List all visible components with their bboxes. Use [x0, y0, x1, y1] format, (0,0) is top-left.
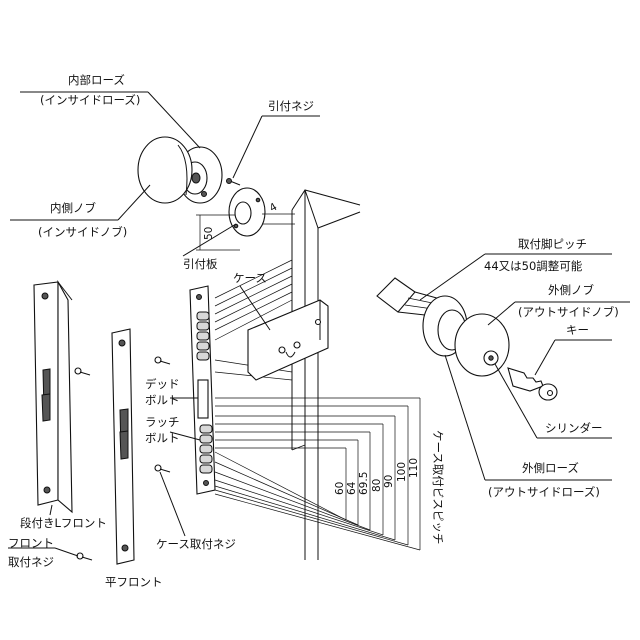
tailpiece-shape: [376, 277, 416, 313]
screws: [74, 356, 171, 561]
leader-lines: [8, 91, 630, 557]
door-frame: [214, 189, 361, 560]
label-deadbolt-2: ボルト: [145, 393, 180, 407]
label-outer-rose: 外側ローズ: [522, 461, 579, 475]
label-outer-rose-sub: (アウトサイドローズ): [488, 485, 600, 499]
pitch-value-2: 69.5: [358, 472, 370, 495]
pitch-value-4: 90: [383, 475, 395, 488]
label-latchbolt-1: ラッチ: [145, 415, 180, 429]
label-mounting-screw: 引付ネジ: [268, 99, 314, 113]
front-screw-icon: [74, 367, 91, 376]
pitch-value-5: 100: [396, 462, 408, 482]
label-stepped-front: 段付きLフロント: [20, 516, 107, 530]
label-cylinder: シリンダー: [545, 421, 603, 435]
label-leg-pitch-note: 44又は50調整可能: [484, 259, 583, 273]
label-outer-knob: 外側ノブ: [548, 283, 594, 297]
label-leg-pitch: 取付脚ピッチ: [518, 237, 587, 251]
case-screw-icon: [154, 356, 171, 473]
bolt-stack-lower: [199, 424, 213, 474]
outer-knob-assembly: [376, 277, 558, 401]
case-pitch-dimensions: [214, 397, 421, 551]
outer-knob-shape: [454, 313, 510, 377]
label-inner-rose: 内部ローズ: [68, 73, 125, 87]
dim-plate-height: 50: [203, 227, 215, 240]
label-latchbolt-2: ボルト: [145, 431, 180, 445]
label-key: キー: [566, 323, 589, 337]
key-icon: [507, 367, 558, 401]
pitch-value-6: 110: [408, 458, 420, 478]
flat-front-part: [111, 328, 135, 565]
bolt-stack-upper: [196, 311, 210, 361]
label-deadbolt-1: デッド: [145, 377, 180, 391]
label-flat-front: 平フロント: [105, 575, 163, 589]
label-front-screw-1: フロント: [8, 536, 54, 550]
label-inner-knob-sub: (インサイドノブ): [38, 225, 127, 239]
mounting-plate-part: [226, 178, 266, 237]
text-labels: 内部ローズ (インサイドローズ) 引付ネジ 内側ノブ (インサイドノブ) 引付板…: [8, 73, 619, 589]
pitch-value-3: 80: [371, 479, 383, 492]
label-inner-rose-sub: (インサイドローズ): [40, 93, 140, 107]
pitch-value-0: 60: [334, 482, 346, 495]
lock-case-part: [189, 285, 329, 495]
plate-dimension: [196, 213, 295, 251]
label-case-pitch: ケース取付ビスピッチ: [431, 430, 445, 544]
front-mount-screw-icon: [76, 552, 93, 561]
label-front-screw-2: 取付ネジ: [8, 555, 54, 569]
inner-knob-shape: [137, 136, 193, 204]
label-inner-knob: 内側ノブ: [50, 201, 96, 215]
pitch-value-1: 64: [346, 481, 358, 495]
inner-knob-assembly: [137, 136, 223, 204]
deadbolt-window: [197, 379, 209, 419]
label-mounting-plate: 引付板: [183, 257, 218, 271]
label-case-screw: ケース取付ネジ: [156, 537, 236, 551]
stepped-l-front-part: [33, 279, 73, 514]
label-case: ケース: [233, 271, 267, 285]
label-outer-knob-sub: (アウトサイドノブ): [518, 305, 619, 319]
dim-plate-offset: 4: [268, 201, 280, 215]
